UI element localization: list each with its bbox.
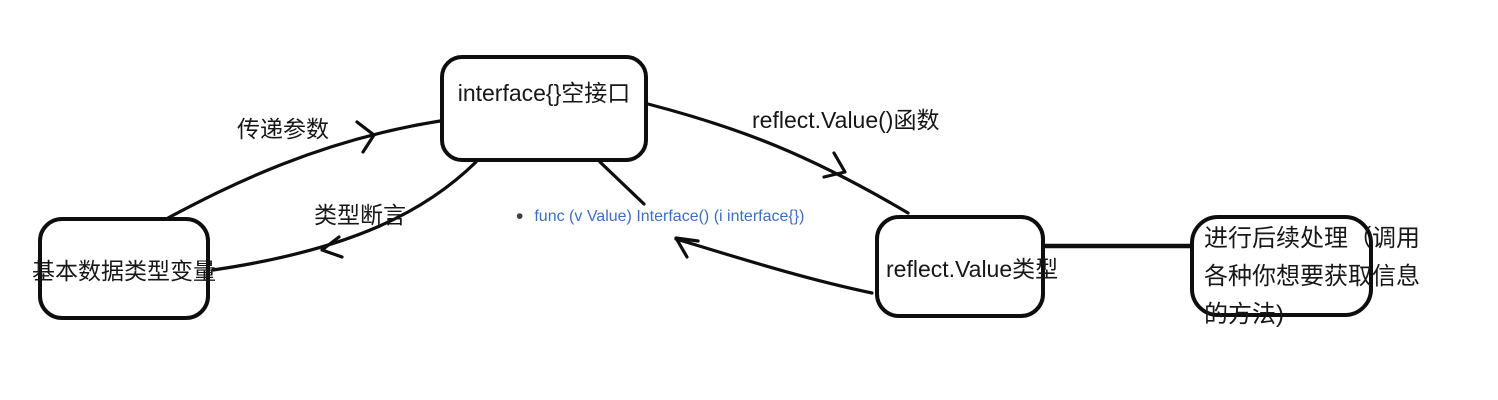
node-reflect-value-type: reflect.Value类型 (875, 215, 1058, 318)
node-follow-up-processing-label: 进行后续处理（调用 各种你想要获取信息 的方法) (1204, 220, 1420, 334)
code-pointer-line (598, 160, 646, 206)
node-basic-type-variable-label: 基本数据类型变量 (32, 257, 216, 284)
follow-up-line-2: 各种你想要获取信息 (1204, 263, 1420, 290)
node-reflect-value-type-label: reflect.Value类型 (886, 255, 1059, 282)
edge-label-pass-param: 传递参数 (237, 116, 329, 142)
edge-label-type-assert: 类型断言 (314, 202, 406, 228)
arrowhead-interface-method (674, 236, 700, 259)
follow-up-line-1: 进行后续处理（调用 (1204, 225, 1420, 252)
arrowhead-reflect-func (822, 151, 847, 179)
node-follow-up-processing: 进行后续处理（调用 各种你想要获取信息 的方法) (1190, 215, 1420, 328)
edge-interface-method-line (674, 237, 874, 295)
node-empty-interface: interface{}空接口 (440, 55, 648, 162)
arrowhead-type-assert (320, 235, 344, 259)
edge-type-assert-line (211, 160, 478, 272)
node-basic-type-variable: 基本数据类型变量 (32, 217, 216, 320)
edge-label-reflect-value-func: reflect.Value()函数 (752, 107, 940, 133)
bullet-icon: • (516, 205, 524, 228)
edge-pass-param-line (166, 119, 442, 220)
edge-reflect-func-line (646, 102, 910, 215)
interface-method-signature: func (v Value) Interface() (i interface{… (534, 208, 805, 225)
follow-up-line-3: 的方法) (1204, 301, 1284, 328)
code-annotation: • func (v Value) Interface() (i interfac… (516, 206, 804, 228)
arrowhead-pass-param (355, 120, 376, 154)
node-empty-interface-label: interface{}空接口 (457, 80, 631, 106)
